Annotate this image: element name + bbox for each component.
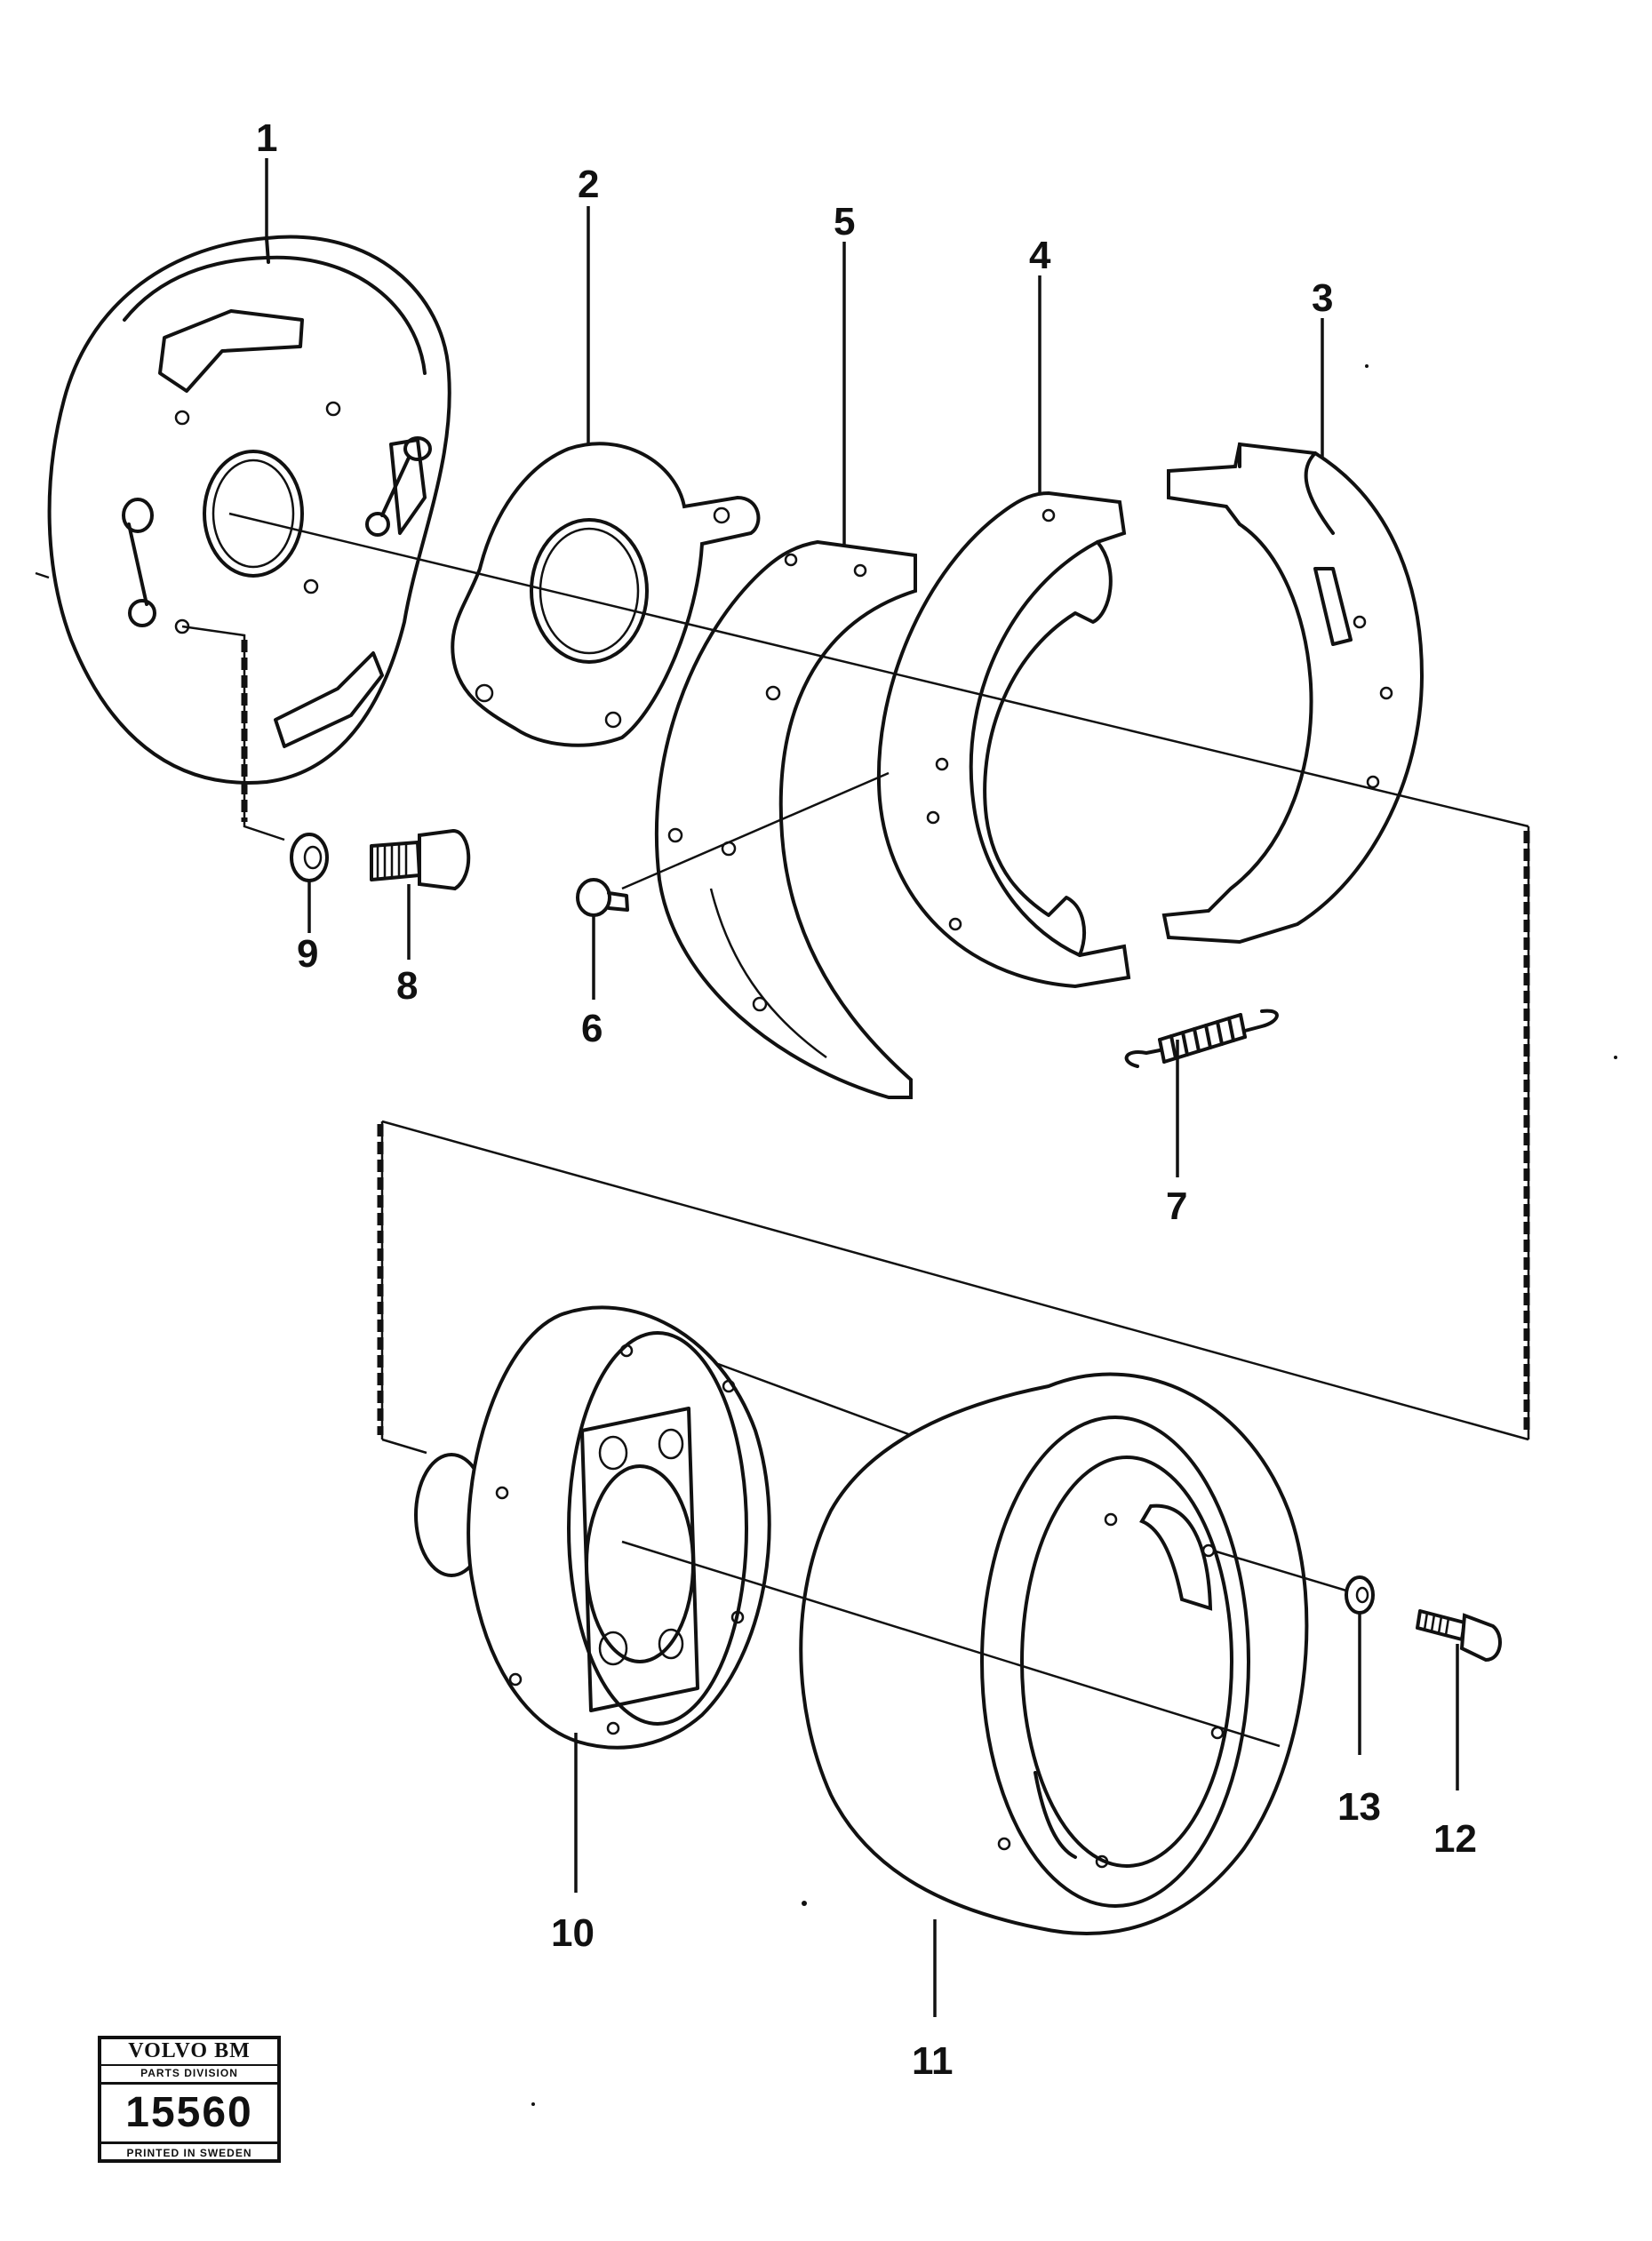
anchor-plate-part-2	[451, 442, 761, 747]
callout-6: 6	[581, 1007, 603, 1050]
brake-shoe-part-4	[877, 490, 1131, 989]
return-spring-part-7	[1124, 1009, 1279, 1068]
callout-7: 7	[1166, 1184, 1187, 1228]
rivet-part-6	[576, 878, 629, 917]
brake-shoe-part-3	[1161, 442, 1425, 945]
washer-part-9	[290, 833, 329, 882]
brake-drum-part-11	[799, 1372, 1309, 1935]
callout-13: 13	[1337, 1785, 1381, 1829]
washer-part-13	[1345, 1575, 1375, 1615]
callout-3: 3	[1312, 276, 1333, 320]
callout-5: 5	[834, 200, 855, 243]
stamp-division: PARTS DIVISION	[101, 2066, 277, 2085]
stamp-printed: PRINTED IN SWEDEN	[126, 2147, 252, 2159]
callout-leaders	[265, 158, 1459, 2017]
callout-8: 8	[396, 964, 418, 1008]
bolt-part-12	[1416, 1609, 1502, 1663]
brake-lining-part-5	[655, 539, 917, 1099]
bolt-part-8	[370, 828, 471, 891]
callout-4: 4	[1029, 234, 1051, 277]
hub-flange-part-10	[414, 1305, 771, 1750]
stamp-brand: VOLVO BM	[101, 2039, 277, 2066]
callout-9: 9	[297, 932, 318, 976]
callout-1: 1	[256, 116, 277, 160]
callout-numbers: 1 2 5 4 3 9 8 6 7 13 12 10 11	[256, 116, 1477, 2083]
stamp-code: 15560	[101, 2085, 277, 2144]
callout-11: 11	[912, 2039, 954, 2083]
callout-10: 10	[551, 1911, 595, 1955]
backing-plate-part-1	[47, 235, 451, 785]
volvo-bm-parts-stamp: VOLVO BM PARTS DIVISION 15560 PRINTED IN…	[98, 2036, 281, 2163]
callout-2: 2	[578, 163, 599, 206]
dashed-connectors	[241, 640, 1530, 1435]
callout-12: 12	[1433, 1817, 1477, 1861]
